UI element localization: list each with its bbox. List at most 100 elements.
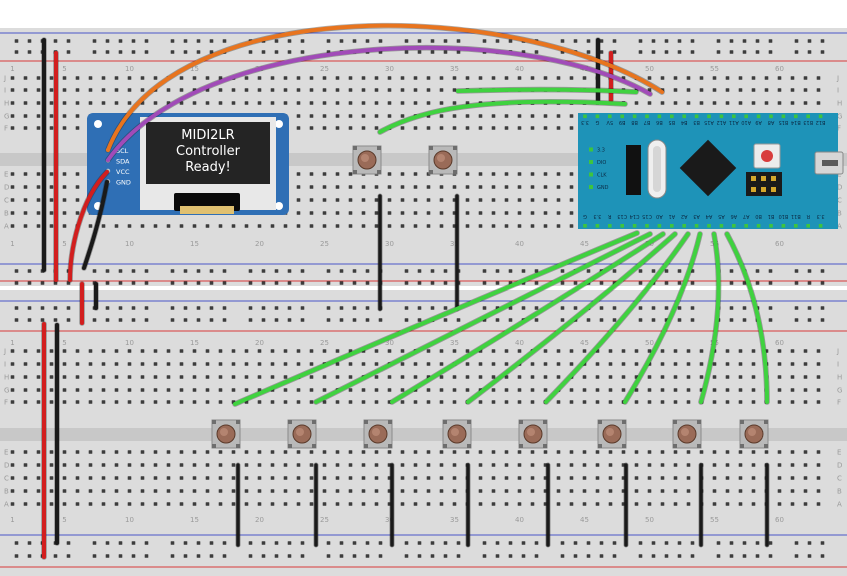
- stm32-pin: [608, 114, 612, 119]
- rail-hole: [248, 269, 253, 273]
- breadboard-hole: [686, 502, 691, 506]
- breadboard-hole: [348, 463, 353, 467]
- breadboard-hole: [465, 375, 470, 379]
- breadboard-hole: [23, 463, 28, 467]
- breadboard-hole: [374, 476, 379, 480]
- breadboard-hole: [127, 489, 132, 493]
- wire-green: [456, 87, 638, 94]
- stm32-top-pin-label: B13: [803, 119, 813, 125]
- breadboard-hole: [413, 185, 418, 189]
- breadboard-hole: [790, 489, 795, 493]
- breadboard-hole: [712, 375, 717, 379]
- mounting-hole: [275, 202, 283, 210]
- rail-hole: [690, 554, 695, 558]
- rail-hole: [768, 318, 773, 322]
- breadboard-hole: [49, 388, 54, 392]
- rail-hole: [144, 306, 149, 310]
- breadboard-hole: [634, 101, 639, 105]
- breadboard-hole: [348, 489, 353, 493]
- rail-hole: [417, 269, 422, 273]
- breadboard-hole: [244, 362, 249, 366]
- rail-hole: [651, 50, 656, 54]
- breadboard-hole: [62, 172, 67, 176]
- breadboard-hole: [478, 211, 483, 215]
- push-buttons: [211, 145, 769, 449]
- breadboard-hole: [803, 463, 808, 467]
- rail-hole: [495, 318, 500, 322]
- rail-hole: [222, 281, 227, 285]
- breadboard-hole: [309, 375, 314, 379]
- breadboard-hole: [777, 101, 782, 105]
- breadboard-hole: [322, 476, 327, 480]
- breadboard-hole: [283, 388, 288, 392]
- stm32-top-pin-label: A15: [704, 119, 714, 125]
- breadboard-hole: [114, 476, 119, 480]
- breadboard-hole: [309, 114, 314, 118]
- breadboard-hole: [400, 76, 405, 80]
- breadboard-hole: [647, 450, 652, 454]
- breadboard-hole: [23, 114, 28, 118]
- rail-hole: [560, 39, 565, 43]
- wire-purple: [106, 45, 652, 162]
- breadboard-hole: [335, 101, 340, 105]
- stm32-pin: [719, 224, 724, 228]
- breadboard-hole: [374, 198, 379, 202]
- rail-hole: [365, 541, 370, 545]
- oled-line-3: Ready!: [185, 160, 231, 175]
- stm32-pin: [818, 114, 823, 119]
- rail-hole: [170, 269, 175, 273]
- breadboard-hole: [387, 88, 392, 92]
- breadboard-hole: [777, 375, 782, 379]
- breadboard-hole: [517, 489, 522, 493]
- breadboard-hole: [374, 349, 379, 353]
- stm32-bottom-pin-label: C13: [617, 213, 627, 219]
- rail-hole: [144, 318, 149, 322]
- breadboard-hole: [491, 114, 496, 118]
- breadboard-hole: [647, 101, 652, 105]
- breadboard-hole: [400, 463, 405, 467]
- rail-hole: [534, 318, 539, 322]
- stm32-bottom-pin-label: A0: [656, 213, 663, 219]
- column-number: 25: [320, 516, 329, 524]
- breadboard-hole: [283, 450, 288, 454]
- breadboard-hole: [491, 450, 496, 454]
- breadboard-hole: [36, 463, 41, 467]
- breadboard-hole: [62, 476, 67, 480]
- rail-hole: [326, 541, 331, 545]
- rail-hole: [807, 269, 812, 273]
- breadboard-hole: [244, 88, 249, 92]
- breadboard-hole: [530, 198, 535, 202]
- rail-hole: [144, 39, 149, 43]
- breadboard-hole: [348, 502, 353, 506]
- row-letter: B: [837, 488, 842, 496]
- breadboard-hole: [322, 101, 327, 105]
- breadboard-hole: [309, 362, 314, 366]
- push-button-highlight: [361, 154, 369, 162]
- breadboard-hole: [153, 400, 158, 404]
- breadboard-hole: [296, 88, 301, 92]
- breadboard-hole: [803, 375, 808, 379]
- push-button-corner: [353, 146, 357, 150]
- breadboard-hole: [166, 388, 171, 392]
- rail-hole: [144, 554, 149, 558]
- breadboard-hole: [192, 349, 197, 353]
- breadboard-hole: [322, 114, 327, 118]
- breadboard-hole: [595, 375, 600, 379]
- rail-hole: [508, 318, 513, 322]
- oled-line-2: Controller: [176, 144, 240, 159]
- rail-hole: [118, 306, 123, 310]
- rail-hole: [482, 306, 487, 310]
- rail-hole: [716, 554, 721, 558]
- breadboard-hole: [218, 502, 223, 506]
- breadboard-hole: [257, 476, 262, 480]
- wire-green: [623, 232, 702, 404]
- column-number: 30: [385, 516, 394, 524]
- breadboard-hole: [569, 211, 574, 215]
- wires: [41, 22, 770, 560]
- breadboard-hole: [699, 101, 704, 105]
- breadboard-hole: [309, 185, 314, 189]
- breadboard-hole: [10, 450, 15, 454]
- breadboard-hole: [335, 489, 340, 493]
- breadboard-hole: [595, 362, 600, 366]
- breadboard-hole: [36, 126, 41, 130]
